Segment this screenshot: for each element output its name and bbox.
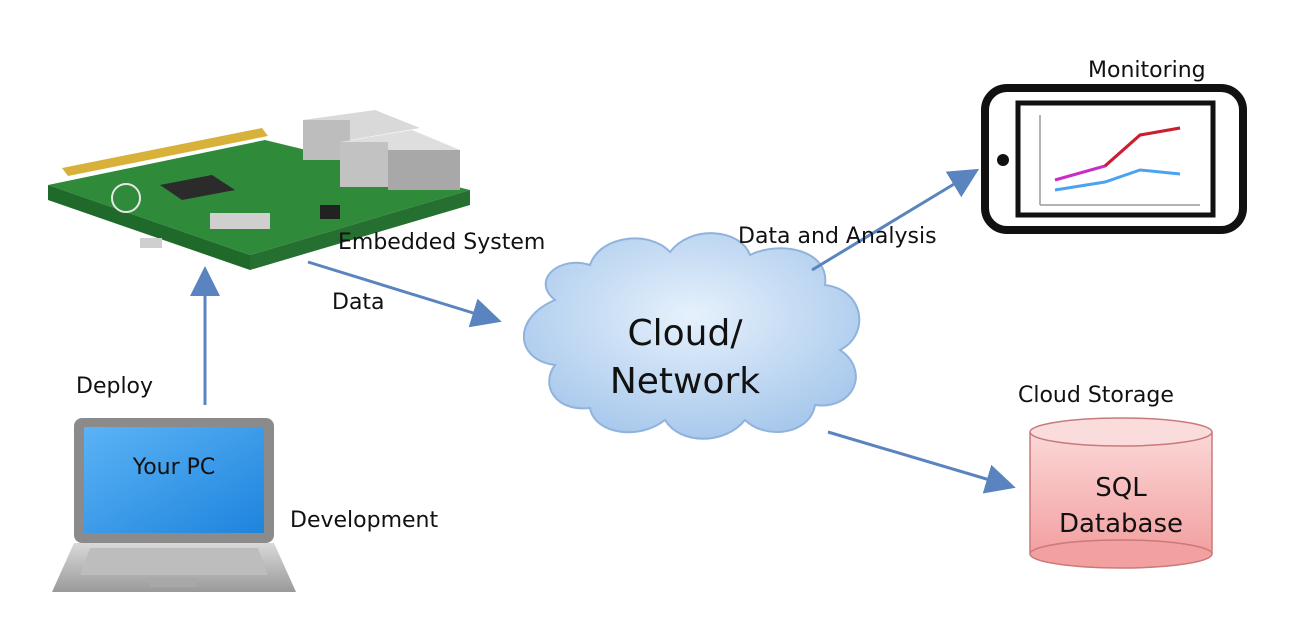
monitoring-tablet-icon — [981, 84, 1247, 234]
data-and-analysis-label: Data and Analysis — [738, 224, 937, 249]
arrow-cloud-to-storage — [827, 430, 1016, 494]
raspberry-pi-board-icon — [48, 110, 470, 270]
monitoring-label: Monitoring — [1088, 58, 1206, 83]
cloud-network-icon — [522, 232, 861, 440]
arrow-data-to-cloud — [307, 260, 502, 328]
data-label: Data — [332, 290, 385, 315]
sql-label-line2: Database — [1058, 509, 1184, 539]
cloud-label-line2: Network — [609, 361, 761, 402]
cloud-network-label: Cloud/ Network — [520, 310, 850, 406]
your-pc-label: Your PC — [132, 455, 216, 480]
laptop-pc-icon — [52, 418, 296, 592]
deploy-label: Deploy — [76, 374, 154, 399]
sql-database-label: SQL Database — [1030, 470, 1212, 542]
development-label: Development — [290, 508, 439, 533]
sql-database-icon — [1029, 417, 1213, 569]
cloud-storage-label: Cloud Storage — [1018, 383, 1174, 408]
arrow-cloud-to-monitoring — [811, 168, 980, 272]
cloud-label-line1: Cloud/ — [627, 313, 743, 354]
sql-label-line1: SQL — [1095, 473, 1147, 503]
embedded-system-label: Embedded System — [338, 230, 546, 255]
